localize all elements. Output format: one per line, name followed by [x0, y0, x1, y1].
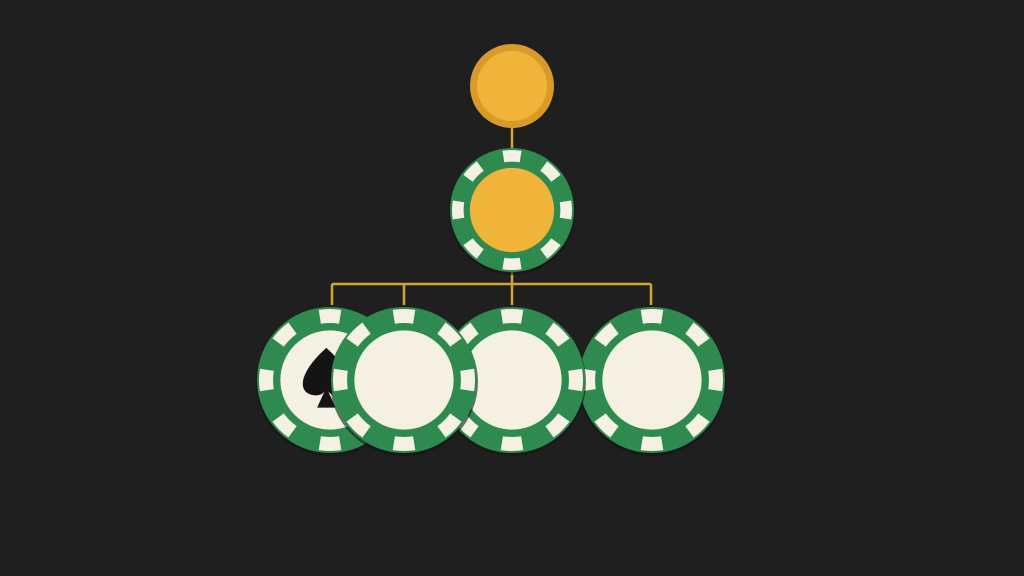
root-gold-coin — [470, 44, 554, 128]
chip-edge-stripe — [437, 322, 462, 347]
middle-poker-chip — [449, 148, 575, 275]
chip-edge-stripe — [392, 309, 416, 324]
chip-edge-stripe — [463, 161, 484, 182]
chip-edge-stripe — [540, 238, 561, 259]
chip-edge-stripe — [272, 413, 297, 438]
chip-edge-stripe — [545, 322, 570, 347]
chip-center — [462, 330, 562, 430]
chip-center — [469, 167, 555, 253]
chip-edge-stripe — [452, 200, 465, 220]
chip-center — [354, 330, 454, 430]
chip-edge-stripe — [333, 368, 348, 392]
chip-edge-stripe — [318, 309, 342, 324]
chip-edge-stripe — [545, 413, 570, 438]
chip-edge-stripe — [568, 368, 583, 392]
connector-lines — [330, 127, 653, 305]
child-poker-chip-4 — [578, 307, 726, 456]
chip-edge-stripe — [463, 238, 484, 259]
chip-edge-stripe — [540, 161, 561, 182]
coin-inner — [477, 51, 547, 121]
chip-edge-stripe — [640, 309, 664, 324]
chip-edge-stripe — [708, 368, 724, 392]
chip-edge-stripe — [346, 413, 371, 438]
chip-edge-stripe — [500, 436, 524, 451]
child-poker-chip-2 — [330, 307, 478, 456]
chip-center — [602, 330, 702, 430]
chip-edge-stripe — [502, 257, 522, 270]
chip-edge-stripe — [640, 436, 664, 452]
chip-edge-stripe — [272, 322, 297, 347]
chip-edge-stripe — [437, 413, 462, 438]
chip-edge-stripe — [392, 436, 416, 451]
chip-edge-stripe — [318, 436, 342, 451]
chip-edge-stripe — [460, 368, 475, 392]
chip-edge-stripe — [559, 200, 573, 220]
chip-edge-stripe — [594, 413, 619, 438]
chip-edge-stripe — [685, 322, 710, 347]
chip-edge-stripe — [502, 150, 522, 163]
chip-edge-stripe — [685, 413, 710, 438]
chip-edge-stripe — [346, 322, 371, 347]
child-poker-chip-3 — [438, 307, 586, 456]
chip-edge-stripe — [259, 368, 274, 392]
chip-edge-stripe — [594, 322, 619, 347]
chip-edge-stripe — [500, 309, 524, 324]
